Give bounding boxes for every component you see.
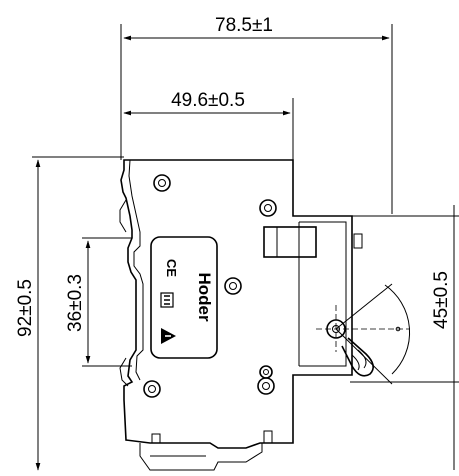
dimension-rail-height: 36±0.3 — [65, 237, 132, 367]
dimension-front-height: 45±0.5 — [350, 205, 459, 470]
brand-name: Hoder — [195, 272, 214, 322]
warning-triangle-icon — [161, 328, 176, 344]
dimension-overall-width: 78.5±1 — [120, 15, 393, 214]
front-height-label: 45±0.5 — [431, 271, 452, 329]
rail-height-label: 36±0.3 — [65, 274, 86, 332]
toggle-lever — [316, 283, 411, 385]
dimension-mounting-width: 49.6±0.5 — [123, 90, 294, 160]
label-plate: CE Hoder — [150, 236, 218, 359]
screw-middle — [224, 277, 242, 295]
screw-bottom-right-pair — [257, 365, 275, 395]
mounting-width-label: 49.6±0.5 — [171, 90, 245, 111]
screw-bottom-left — [143, 380, 161, 398]
overall-width-label: 78.5±1 — [215, 15, 273, 36]
ce-mark-icon: CE — [164, 259, 179, 277]
breaker-body — [119, 159, 363, 471]
overall-height-label: 92±0.5 — [15, 279, 36, 337]
certification-mark-icon — [160, 292, 174, 308]
dimension-overall-height: 92±0.5 — [15, 156, 124, 471]
screw-top-left — [153, 174, 171, 192]
screw-top-right — [259, 199, 277, 217]
